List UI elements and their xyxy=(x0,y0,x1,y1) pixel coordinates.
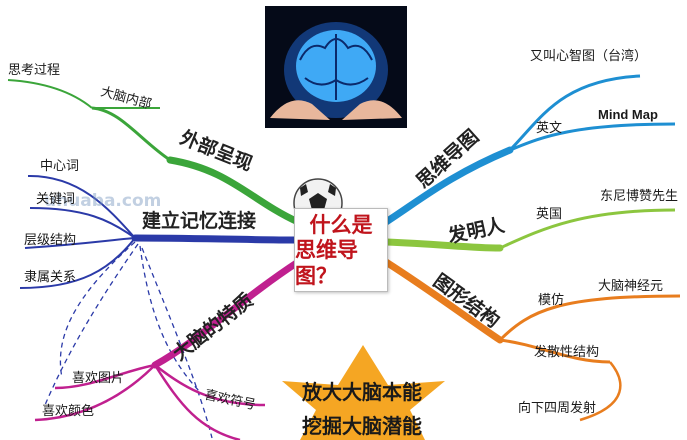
node-thinking-process: 思考过程 xyxy=(8,63,61,78)
node-likes-colors: 喜欢颜色 xyxy=(42,404,95,419)
branch-line-inventor xyxy=(382,238,504,252)
star-line2: 挖掘大脑潜能 xyxy=(302,414,422,438)
node-neurons: 大脑神经元 xyxy=(598,279,664,294)
star-shape xyxy=(282,345,445,440)
branch-title-memory: 建立记忆连接 xyxy=(142,210,257,232)
node-likes-pictures: 喜欢图片 xyxy=(72,371,125,386)
branch-line-structure xyxy=(382,258,504,344)
brain-in-hands-icon xyxy=(265,6,407,128)
central-topic-line2: 思维导图？ xyxy=(295,237,358,288)
branch-line-external xyxy=(166,156,302,226)
node-english: 英文 xyxy=(536,121,563,136)
branch-line-mindmap xyxy=(382,146,514,226)
node-affiliation: 隶属关系 xyxy=(24,270,77,285)
branch-line-traits xyxy=(151,258,302,369)
node-xinzhitu: 又叫心智图（台湾） xyxy=(530,49,648,64)
node-imitate: 模仿 xyxy=(538,293,565,308)
node-keyword: 关键词 xyxy=(36,192,76,207)
node-radiate-around: 向下四周发射 xyxy=(518,401,597,416)
node-radial-structure: 发散性结构 xyxy=(534,345,600,360)
central-topic-line1: 什么是 xyxy=(309,212,373,238)
branch-line-memory xyxy=(131,234,302,244)
node-mind-map: Mind Map xyxy=(598,107,658,122)
watermark-text: uhuaba.com xyxy=(44,191,162,211)
node-tony-buzan: 东尼博赞先生 xyxy=(600,189,679,204)
node-central-word: 中心词 xyxy=(40,159,80,174)
node-britain: 英国 xyxy=(536,207,563,222)
central-topic: 什么是 思维导图？ xyxy=(294,208,388,292)
node-hierarchy: 层级结构 xyxy=(24,233,77,248)
star-line1: 放大大脑本能 xyxy=(302,380,422,404)
